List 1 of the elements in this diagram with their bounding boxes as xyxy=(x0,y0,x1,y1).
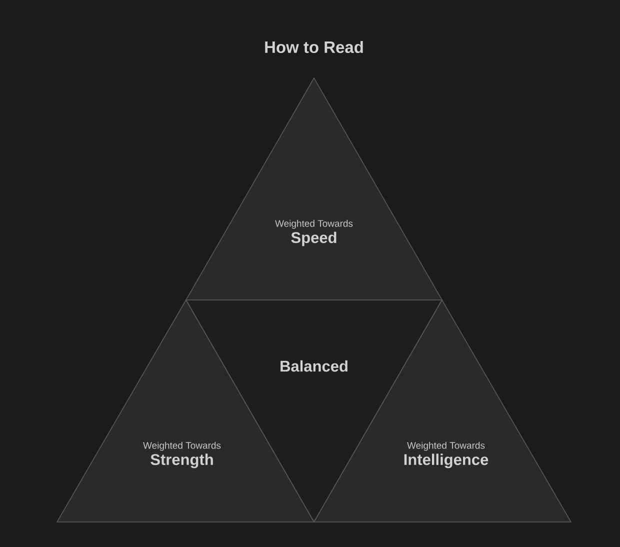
title: How to Read xyxy=(265,40,363,54)
